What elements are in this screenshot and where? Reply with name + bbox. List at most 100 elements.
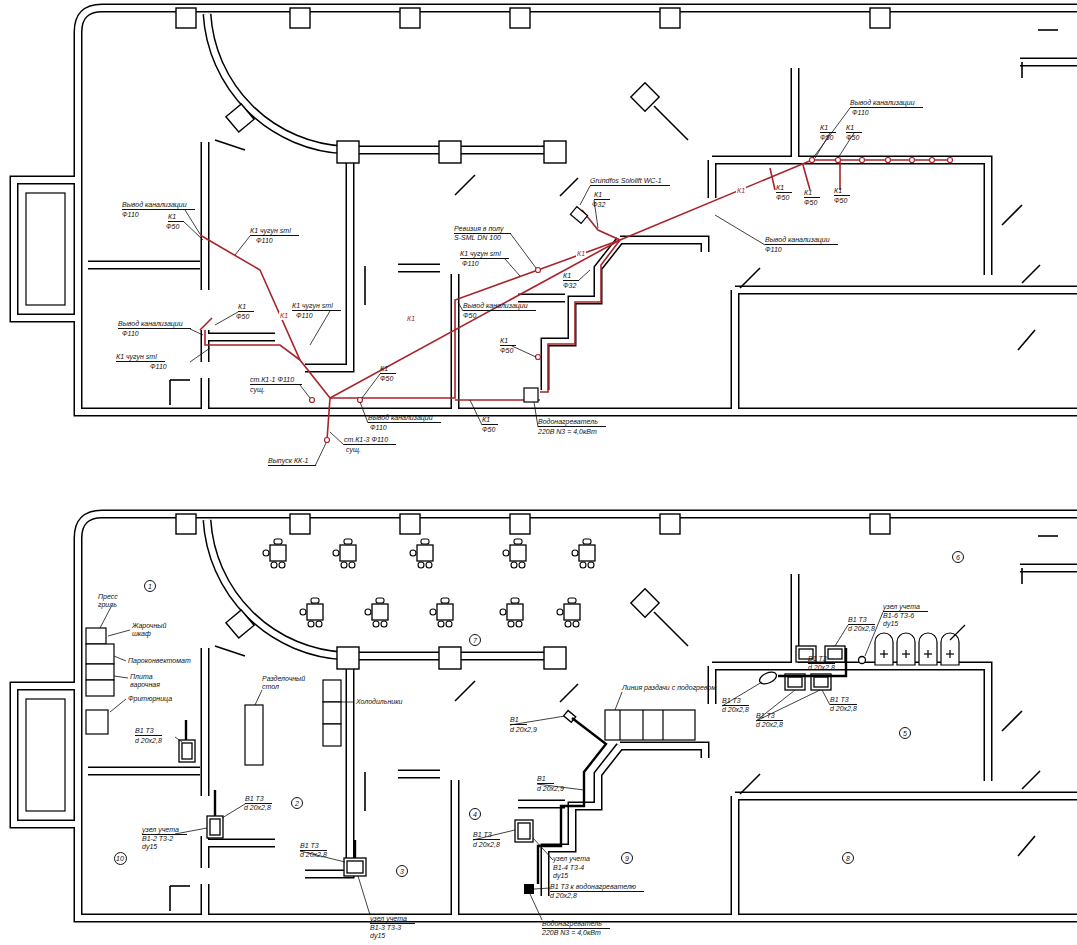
callout-text: сущ.	[346, 446, 361, 454]
callout-text: В1 Т3	[722, 697, 749, 706]
callout-text: В1 Т3	[300, 842, 327, 851]
callout-text: шкаф	[132, 630, 151, 638]
pipe-mark: К1	[406, 315, 416, 323]
room-number-text: 1	[148, 583, 152, 590]
callout-text: Ф110	[765, 246, 782, 254]
room-number: 1	[144, 580, 156, 592]
callout-text: Ф50	[236, 313, 249, 321]
callout-text: К1	[804, 189, 820, 198]
callout-text: Водонагреватель	[538, 418, 606, 427]
room-number: 10	[114, 852, 127, 865]
callout-text: Ф50	[776, 194, 789, 202]
callout-text: К1 чугун sml	[250, 227, 299, 236]
callout-text: узел учета	[142, 826, 187, 835]
room-number-text: 2	[295, 800, 299, 807]
callout-text: Ф110	[852, 109, 869, 117]
callout-text: Выпуск КК-1	[268, 457, 316, 466]
callout-text: Ф32	[563, 282, 576, 290]
callout-text: Ф50	[820, 134, 833, 142]
callout-text: dy15	[370, 932, 385, 940]
callout-text: Ф110	[256, 237, 273, 245]
callout-text: ст.К1-1 Ф110	[250, 376, 302, 385]
callout-text: Ф32	[592, 201, 605, 209]
callout-text: В1-4 Т3-4	[553, 864, 584, 872]
callout-text: Ф50	[846, 134, 859, 142]
callout-text: Вывод канализации	[463, 302, 536, 311]
callout-text: гриль	[98, 601, 117, 609]
callout-text: Пароконвектомат	[128, 657, 191, 665]
room-number-text: 5	[903, 730, 907, 737]
callout-text: Вывод канализации	[368, 414, 441, 423]
callout-text: dy15	[553, 872, 568, 880]
callout-text: К1 чугун sml	[292, 302, 341, 311]
callout-text: Ф50	[463, 312, 476, 320]
callout-text: Пресс	[98, 593, 118, 601]
callout-text: ст.К1-3 Ф110	[344, 436, 396, 445]
callout-text: Фритюрница	[128, 695, 172, 703]
callout-text: d 20х2,8	[848, 625, 875, 633]
room-number: 8	[842, 852, 854, 864]
callout-text: d 20х2,8	[473, 841, 500, 849]
room-number-text: 6	[956, 554, 960, 561]
callout-text: сущ.	[250, 386, 265, 394]
callout-text: d 20х2,8	[830, 705, 857, 713]
callout-text: К1 чугун sml	[116, 353, 165, 362]
callout-text: d 20х2,8	[722, 706, 749, 714]
callout-text: К1	[594, 191, 610, 200]
callout-text: d 20х2,8	[550, 892, 577, 900]
callout-text: Ф50	[500, 347, 513, 355]
callout-text: Вывод канализации	[850, 99, 923, 108]
callout-text: dy15	[142, 843, 157, 851]
callout-text: К1	[380, 365, 396, 374]
callout-text: d 20х2,8	[756, 721, 783, 729]
sewage-pipes	[200, 160, 952, 440]
callout-text: Ф50	[834, 197, 847, 205]
room-number: 4	[469, 808, 481, 820]
callout-text: В1 Т3	[848, 616, 875, 625]
pipe-mark: К1	[279, 312, 289, 320]
callout-text: Вывод канализации	[118, 320, 191, 329]
callout-text: К1 чугун sml	[460, 250, 509, 259]
callout-text: Ф50	[482, 426, 495, 434]
room-number: 6	[952, 551, 964, 563]
callout-text: Ф50	[380, 375, 393, 383]
callout-text: Ф50	[166, 223, 179, 231]
callout-text: Вывод канализации	[122, 201, 195, 210]
room-number: 2	[291, 797, 303, 809]
callout-text: d 20х2,8	[808, 664, 835, 672]
room-number: 3	[396, 865, 408, 877]
callout-text: варочная	[130, 681, 160, 689]
callout-text: узел учета	[370, 915, 415, 924]
callout-text: В1-3 Т3-3	[370, 924, 401, 932]
callout-text: К1	[168, 213, 184, 222]
callout-text: В1 Т3	[808, 655, 835, 664]
callout-text: В1 Т3	[830, 696, 857, 705]
callout-text: В1-2 Т3-2	[142, 835, 173, 843]
callout-text: Grundfos Sololift WC-1	[590, 177, 670, 186]
room-number-text: 3	[400, 868, 404, 875]
callout-text: d 20х2,8	[300, 851, 327, 859]
callout-text: Холодильники	[356, 698, 402, 706]
callout-text: В1 Т3	[245, 795, 272, 804]
callout-text: К1	[834, 187, 850, 196]
callout-text: Линия раздачи с подогревом	[622, 684, 716, 692]
callout-text: Водонагреватель	[542, 920, 610, 929]
room-number: 7	[469, 634, 481, 646]
callout-text: d 20х2,8	[244, 804, 271, 812]
callout-text: К1	[846, 124, 862, 133]
room-number-text: 8	[846, 855, 850, 862]
callout-text: В1 Т3	[756, 712, 783, 721]
callout-text: Вывод канализации	[765, 236, 838, 245]
callout-text: К1	[563, 272, 579, 281]
callout-text: Плита	[130, 673, 153, 681]
callout-text: Ф110	[296, 312, 313, 320]
callout-text: К1	[482, 416, 498, 425]
callout-text: В1	[537, 775, 554, 784]
callout-text: d 20х2,9	[510, 726, 537, 734]
room-number-text: 4	[473, 811, 477, 818]
callout-text: 220В N3 = 4,0кВт	[538, 428, 597, 436]
callout-text: В1 Т3	[473, 831, 500, 840]
callout-text: d 20х2,9	[537, 785, 564, 793]
callout-text: К1	[776, 184, 792, 193]
room-number-text: 10	[116, 855, 124, 862]
